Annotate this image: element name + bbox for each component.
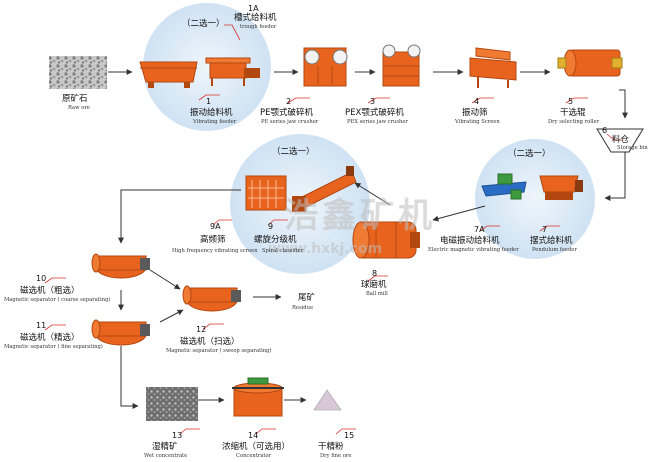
- concentrator-number: 14: [248, 431, 259, 440]
- leader-lines: [44, 24, 622, 435]
- mag-rough-number: 10: [36, 274, 47, 283]
- hf-screen-number: 9A: [210, 222, 221, 231]
- mag-separator-fine-image: [91, 319, 150, 346]
- trough-feeder-number: 1A: [248, 4, 259, 13]
- dry-roller-number: 5: [568, 97, 574, 106]
- pex-crusher-image: [382, 44, 421, 87]
- vibrating-feeder-number: 1: [206, 97, 212, 106]
- spiral-classifier-image: [292, 166, 357, 212]
- storage-bin-number: 6: [602, 126, 608, 135]
- mag-fine-en: Magnetic separator ( fine separating): [4, 344, 103, 350]
- concentrator-en: Concentrator: [236, 453, 272, 459]
- mag-separator-rough-image: [91, 253, 150, 279]
- mag-rough-en: Magnetic separator ( coarse separating): [4, 297, 111, 303]
- raw-ore-image: [49, 56, 107, 89]
- wet-concentrate-label: 湿精矿: [152, 442, 178, 452]
- storage-bin-image: [596, 128, 644, 153]
- dry-roller-label: 干选辊: [560, 108, 586, 118]
- vibrating-screen-en: Vibrating Screen: [455, 119, 500, 125]
- hf-screen-en: High frequency vibrating screen: [172, 248, 258, 254]
- em-feeder-number: 7A: [474, 225, 485, 234]
- pe-crusher-label: PE颚式破碎机: [260, 108, 313, 118]
- vibrating-feeder-label: 振动给料机: [190, 108, 233, 118]
- pendulum-feeder-label: 摆式给料机: [530, 236, 573, 246]
- pex-crusher-number: 3: [370, 97, 376, 106]
- ball-mill-number: 8: [372, 269, 378, 278]
- trough-feeder-label: 槽式给料机: [234, 13, 277, 23]
- choice-label-feeders: （二选一）: [182, 19, 225, 29]
- vibrating-feeder-image: [139, 61, 198, 88]
- mag-rough-label: 磁选机（粗选）: [20, 286, 80, 296]
- pendulum-feeder-en: Pendulum feeder: [532, 247, 577, 253]
- dry-roller-en: Dry selecting roller: [548, 119, 600, 125]
- choice-label-classifier: （二选一）: [272, 147, 315, 157]
- pendulum-feeder-number: 7: [542, 225, 548, 234]
- mag-sweep-label: 磁选机（扫选）: [180, 337, 240, 347]
- residue-en: Residue: [292, 305, 314, 311]
- choice-circle-feeders-2: [475, 139, 595, 259]
- wet-concentrate-image: [146, 387, 198, 421]
- storage-bin-label: 料仓: [612, 135, 630, 145]
- dry-roller-image: [557, 49, 623, 77]
- watermark-brand: 浩鑫矿机: [284, 196, 436, 236]
- mag-sweep-number: 12: [196, 325, 207, 334]
- residue-label: 尾矿: [298, 293, 316, 303]
- pe-crusher-en: PE series jaw crusher: [261, 119, 319, 125]
- concentrator-label: 浓缩机（可选用）: [222, 442, 291, 452]
- dry-powder-en: Dry fine ore: [320, 453, 352, 459]
- vibrating-screen-label: 振动筛: [462, 108, 488, 118]
- dry-powder-image: [313, 389, 342, 411]
- mag-fine-label: 磁选机（精选）: [20, 333, 80, 343]
- trough-feeder-en: trough feeder: [240, 24, 277, 30]
- vibrating-screen-number: 4: [474, 97, 480, 106]
- pe-crusher-number: 2: [286, 97, 292, 106]
- pex-crusher-label: PEX颚式破碎机: [345, 108, 404, 118]
- spiral-classifier-number: 9: [268, 222, 274, 231]
- choice-circle-feeders: [143, 3, 271, 131]
- concentrator-image: [232, 377, 284, 417]
- choice-label-feeders-2: （二选一）: [508, 149, 551, 159]
- dry-powder-number: 15: [344, 431, 355, 440]
- watermark-url: www.hxkj.com: [268, 241, 383, 257]
- wet-concentrate-number: 13: [172, 431, 183, 440]
- wet-concentrate-en: Wet concentrate: [144, 453, 188, 459]
- raw-ore-label: 原矿石: [62, 94, 88, 104]
- ball-mill-image: [352, 221, 420, 259]
- storage-bin-en: Storage bin: [617, 145, 648, 151]
- mag-sweep-en: Magnetic separator ( sweep separating): [166, 348, 272, 354]
- em-feeder-en: Electric magnetic vibrating feeder: [428, 247, 519, 253]
- pex-crusher-en: PEX series jaw crusher: [347, 119, 408, 125]
- vibrating-screen-image: [469, 47, 517, 88]
- ball-mill-label: 球磨机: [361, 280, 387, 290]
- dry-powder-label: 干精粉: [318, 442, 344, 452]
- hf-screen-label: 高频筛: [200, 235, 226, 245]
- pe-crusher-image: [303, 47, 348, 87]
- flow-arrows: [108, 69, 628, 409]
- pendulum-feeder-image: [539, 175, 583, 200]
- hf-screen-image: [245, 175, 287, 211]
- ball-mill-en: Ball mill: [366, 291, 388, 297]
- em-feeder-label: 电磁振动给料机: [440, 236, 500, 246]
- trough-feeder-image: [205, 57, 260, 86]
- vibrating-feeder-en: Vibrating feeder: [193, 119, 237, 125]
- spiral-classifier-en: Spiral classifier: [262, 248, 304, 254]
- mag-separator-sweep-image: [182, 285, 241, 312]
- raw-ore-en: Raw ore: [68, 105, 90, 111]
- spiral-classifier-label: 螺旋分级机: [254, 235, 297, 245]
- mag-fine-number: 11: [36, 321, 47, 330]
- em-feeder-image: [481, 173, 527, 200]
